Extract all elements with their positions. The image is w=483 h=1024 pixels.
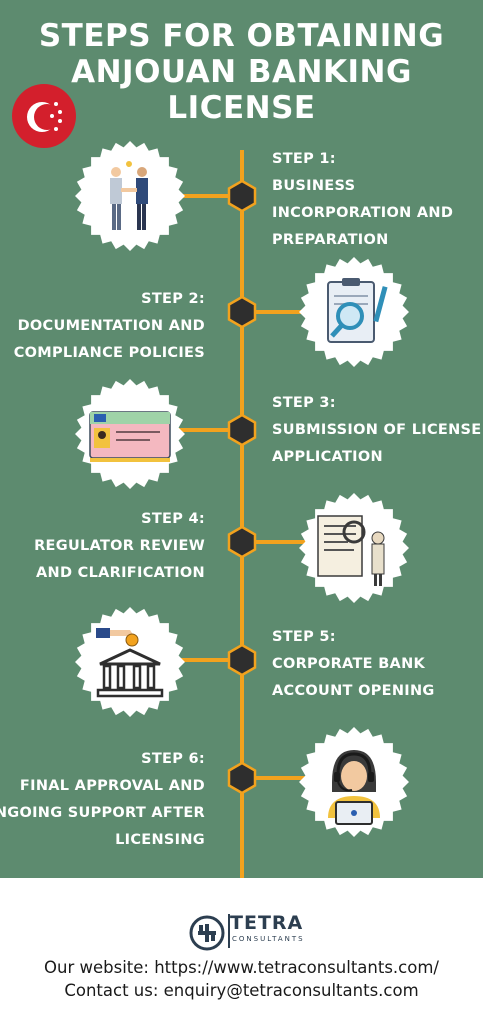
timeline-node xyxy=(227,525,257,559)
connector-line xyxy=(168,194,240,198)
step-heading: STEP 2: xyxy=(141,291,205,307)
step-5-text: STEP 5: CORPORATE BANK ACCOUNT OPENING xyxy=(272,624,435,705)
handshake-icon xyxy=(75,141,185,251)
website-link[interactable]: Our website: https://www.tetraconsultant… xyxy=(44,958,439,977)
step-line: BUSINESS xyxy=(272,178,356,194)
step-6-illustration xyxy=(298,726,410,838)
timeline-node xyxy=(227,179,257,213)
connector-line xyxy=(244,776,306,780)
page-title: STEPS FOR OBTAINING ANJOUAN BANKING LICE… xyxy=(20,18,463,126)
connector-line xyxy=(244,310,306,314)
step-line: ACCOUNT OPENING xyxy=(272,683,435,699)
company-logo: TETRA CONSULTANTS xyxy=(188,912,308,954)
connector-line xyxy=(176,428,240,432)
step-5-illustration xyxy=(74,606,186,718)
step-heading: STEP 6: xyxy=(141,751,205,767)
timeline-node xyxy=(227,761,257,795)
step-line: PREPARATION xyxy=(272,232,389,248)
reviewer-document-icon xyxy=(299,493,409,603)
logo-subtitle: CONSULTANTS xyxy=(232,935,305,943)
step-heading: STEP 5: xyxy=(272,629,336,645)
step-6-text: STEP 6: FINAL APPROVAL AND ONGOING SUPPO… xyxy=(0,746,205,854)
step-line: DOCUMENTATION AND xyxy=(17,318,205,334)
singapore-flag-icon xyxy=(12,84,76,148)
step-line: FINAL APPROVAL AND xyxy=(19,778,205,794)
timeline-line xyxy=(240,150,244,878)
timeline-node xyxy=(227,295,257,329)
step-1-illustration xyxy=(74,140,186,252)
step-4-text: STEP 4: REGULATOR REVIEW AND CLARIFICATI… xyxy=(34,506,205,587)
connector-line xyxy=(176,658,240,662)
footer: TETRA CONSULTANTS Our website: https://w… xyxy=(0,878,483,1024)
id-card-icon xyxy=(75,379,185,489)
timeline-node xyxy=(227,413,257,447)
step-3-text: STEP 3: SUBMISSION OF LICENSE APPLICATIO… xyxy=(272,390,481,471)
step-2-illustration xyxy=(298,256,410,368)
step-line: AND CLARIFICATION xyxy=(36,565,205,581)
step-heading: STEP 4: xyxy=(141,511,205,527)
step-4-illustration xyxy=(298,492,410,604)
step-heading: STEP 1: xyxy=(272,151,336,167)
step-1-text: STEP 1: BUSINESS INCORPORATION AND PREPA… xyxy=(272,146,453,254)
document-magnifier-icon xyxy=(299,257,409,367)
step-line: REGULATOR REVIEW xyxy=(34,538,205,554)
tetra-logo-icon xyxy=(189,915,225,951)
bank-deposit-icon xyxy=(75,607,185,717)
step-line: LICENSING xyxy=(115,832,205,848)
step-line: INCORPORATION AND xyxy=(272,205,454,221)
step-line: CORPORATE BANK xyxy=(272,656,426,672)
step-heading: STEP 3: xyxy=(272,395,336,411)
timeline-node xyxy=(227,643,257,677)
support-agent-icon xyxy=(299,727,409,837)
infographic-panel: STEPS FOR OBTAINING ANJOUAN BANKING LICE… xyxy=(0,0,483,878)
step-line: SUBMISSION OF LICENSE xyxy=(272,422,482,438)
step-line: COMPLIANCE POLICIES xyxy=(13,345,205,361)
title-line: STEPS FOR OBTAINING xyxy=(38,18,445,54)
logo-name: TETRA xyxy=(230,912,304,934)
step-2-text: STEP 2: DOCUMENTATION AND COMPLIANCE POL… xyxy=(14,286,205,367)
logo-divider xyxy=(228,914,230,948)
step-line: ONGOING SUPPORT AFTER xyxy=(0,805,205,821)
contact-email[interactable]: Contact us: enquiry@tetraconsultants.com xyxy=(64,981,419,1000)
connector-line xyxy=(244,540,306,544)
step-line: APPLICATION xyxy=(272,449,383,465)
step-3-illustration xyxy=(74,378,186,490)
title-line: LICENSE xyxy=(167,90,316,126)
title-line: ANJOUAN BANKING xyxy=(71,54,412,90)
